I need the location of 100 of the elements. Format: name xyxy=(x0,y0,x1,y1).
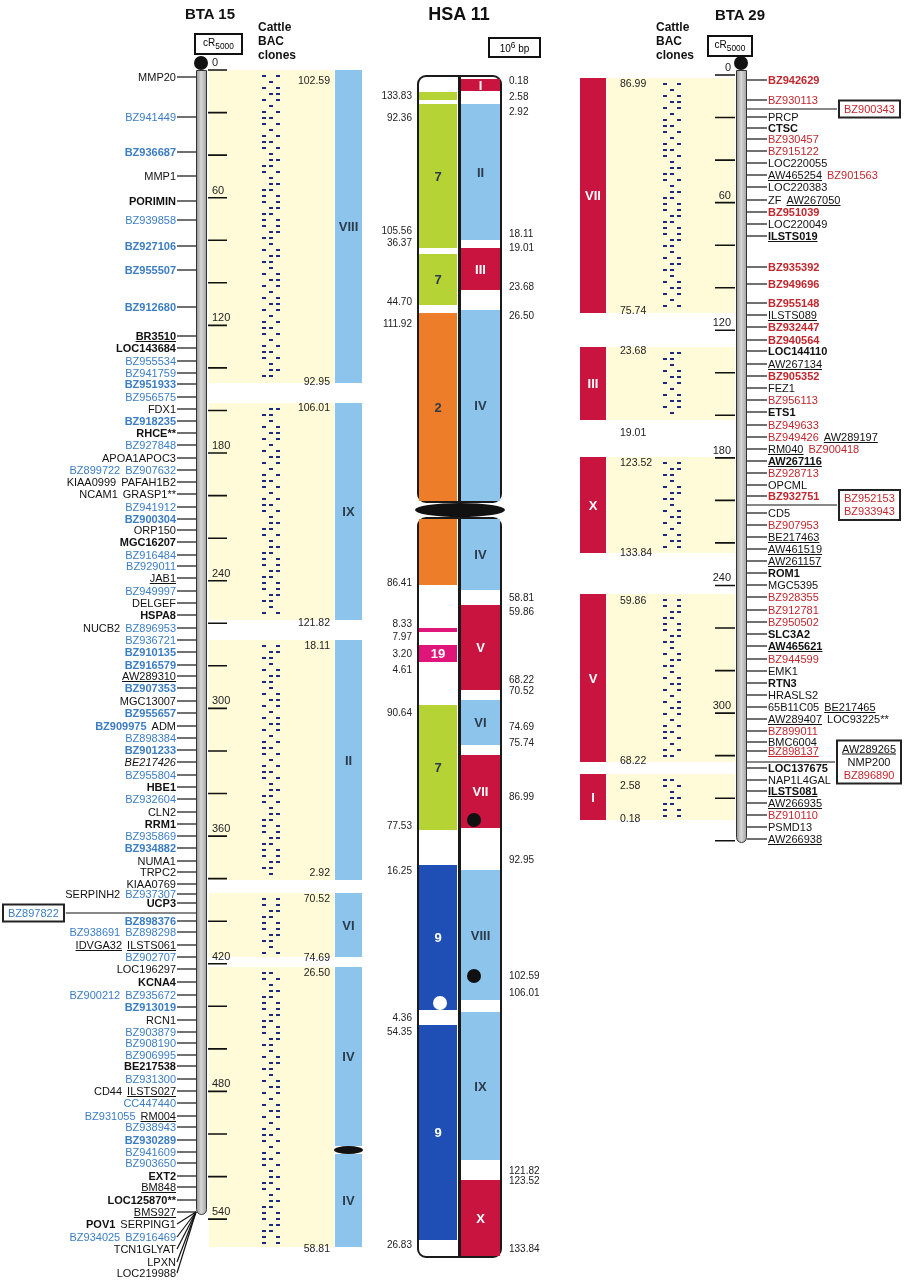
marker-name: BZ900343 xyxy=(844,102,895,116)
boundary-position: 18.11 xyxy=(509,228,534,240)
marker-name: AW289310 xyxy=(121,670,176,682)
marker-name: LOC144110 xyxy=(768,345,828,357)
marker-name: BZ903879 xyxy=(125,1026,176,1038)
leader-line xyxy=(176,219,197,221)
boundary-position: 70.52 xyxy=(509,685,535,697)
leader-line xyxy=(746,211,768,213)
boundary-position: 2.58 xyxy=(509,91,529,103)
leader-line xyxy=(176,200,197,202)
boxed-marker xyxy=(838,489,901,521)
synteny-block xyxy=(580,347,606,420)
leader-line xyxy=(746,706,768,708)
boundary-position: 123.52 xyxy=(509,1175,540,1187)
marker-name: BZ955804 xyxy=(125,769,176,781)
marker-name: BZ955534 xyxy=(125,355,176,367)
leader-line xyxy=(746,790,768,792)
boundary-position: 0.18 xyxy=(620,812,641,825)
scale-number: 60 xyxy=(212,183,225,197)
marker-name: MGC5395 xyxy=(768,579,819,591)
scale-number: 420 xyxy=(212,949,231,963)
marker-name: MMP20 xyxy=(138,71,176,83)
synteny-block xyxy=(419,92,457,100)
leader-line xyxy=(746,779,768,781)
leader-line xyxy=(746,767,768,769)
leader-line xyxy=(746,199,768,201)
marker-name: EMK1 xyxy=(768,665,798,677)
boundary-position: 105.56 xyxy=(381,225,412,237)
leader-line xyxy=(746,826,768,828)
boundary-position: 19.01 xyxy=(620,426,647,439)
unit-label: cR$_{5000}$ xyxy=(714,39,746,53)
marker-name: BZ910135 xyxy=(124,646,176,658)
leader-line xyxy=(176,151,197,153)
marker-name: NUMA1 xyxy=(137,855,176,867)
leader-line xyxy=(746,814,768,816)
leader-line xyxy=(746,484,768,486)
leader-line xyxy=(746,633,768,635)
leader-line xyxy=(746,235,768,237)
boundary-position: 26.50 xyxy=(303,966,330,979)
boundary-position: 102.59 xyxy=(297,74,330,87)
synteny-block xyxy=(461,519,500,590)
marker-name: BZ932447 xyxy=(768,321,820,333)
boundary-position: 102.59 xyxy=(509,970,540,982)
marker-name: BZ899722 xyxy=(69,464,121,476)
leader-line xyxy=(176,1175,197,1177)
marker-name: BZ937307 xyxy=(125,888,176,900)
synteny-block xyxy=(335,967,362,1146)
chromosome-title: HSA 11 xyxy=(428,4,490,24)
marker-name: BZ898137 xyxy=(768,745,819,757)
leader-line xyxy=(176,823,197,825)
boundary-position: 26.50 xyxy=(509,310,535,322)
block-label: 19 xyxy=(430,646,446,661)
synteny-block xyxy=(419,104,457,248)
leader-line xyxy=(176,602,197,604)
scale-number: 240 xyxy=(212,566,231,580)
marker-name: BZ913019 xyxy=(124,1001,176,1013)
marker-name: BZ896953 xyxy=(125,622,176,634)
boundary-position: 36.37 xyxy=(386,237,412,249)
boundary-position: 59.86 xyxy=(509,606,535,618)
boundary-position: 58.81 xyxy=(509,592,535,604)
marker-name: BZ951039 xyxy=(768,206,820,218)
marker-name: BZ956575 xyxy=(125,391,176,403)
leader-line xyxy=(65,912,197,914)
block-label: VII xyxy=(472,784,489,799)
marker-name: BZ918235 xyxy=(124,415,176,427)
centromere-dot xyxy=(467,813,481,827)
block-label: I xyxy=(591,789,595,805)
leader-line xyxy=(746,460,768,462)
leader-line xyxy=(176,245,197,247)
marker-name: AW465621 xyxy=(768,640,823,652)
leader-line xyxy=(176,749,197,751)
leader-line xyxy=(746,504,838,506)
synteny-block xyxy=(419,254,457,305)
marker-name: BZ896890 xyxy=(842,768,896,782)
leader-line xyxy=(176,614,197,616)
marker-name: AW267050 xyxy=(786,194,841,206)
leader-line xyxy=(746,802,768,804)
centromere-dot xyxy=(734,56,748,70)
marker-name: NAP1L4GAL xyxy=(768,774,831,786)
boundary-position: 86.41 xyxy=(386,577,412,589)
marker-name: JAB1 xyxy=(149,572,176,584)
marker-name: BZ897822 xyxy=(8,906,59,920)
leader-line xyxy=(746,609,768,611)
leader-line xyxy=(746,283,768,285)
boundary-position: 121.82 xyxy=(297,616,330,629)
marker-name: BZ915122 xyxy=(768,145,819,157)
marker-name: HBE1 xyxy=(146,781,176,793)
marker-name: CC447440 xyxy=(123,1097,176,1109)
leader-line xyxy=(746,127,768,129)
boundary-position: 75.74 xyxy=(509,737,535,749)
marker-name: BZ956113 xyxy=(768,394,818,406)
leader-line xyxy=(176,902,197,904)
marker-name: LOC219988 xyxy=(116,1267,176,1279)
marker-name: SERPINH2 xyxy=(65,888,121,900)
marker-name: ILSTS027 xyxy=(127,1085,176,1097)
block-label: VII xyxy=(585,188,601,203)
marker-name: BZ955507 xyxy=(124,264,176,276)
marker-name: PORIMIN xyxy=(128,195,176,207)
boundary-position: 23.68 xyxy=(620,344,647,357)
leader-line xyxy=(176,761,197,763)
